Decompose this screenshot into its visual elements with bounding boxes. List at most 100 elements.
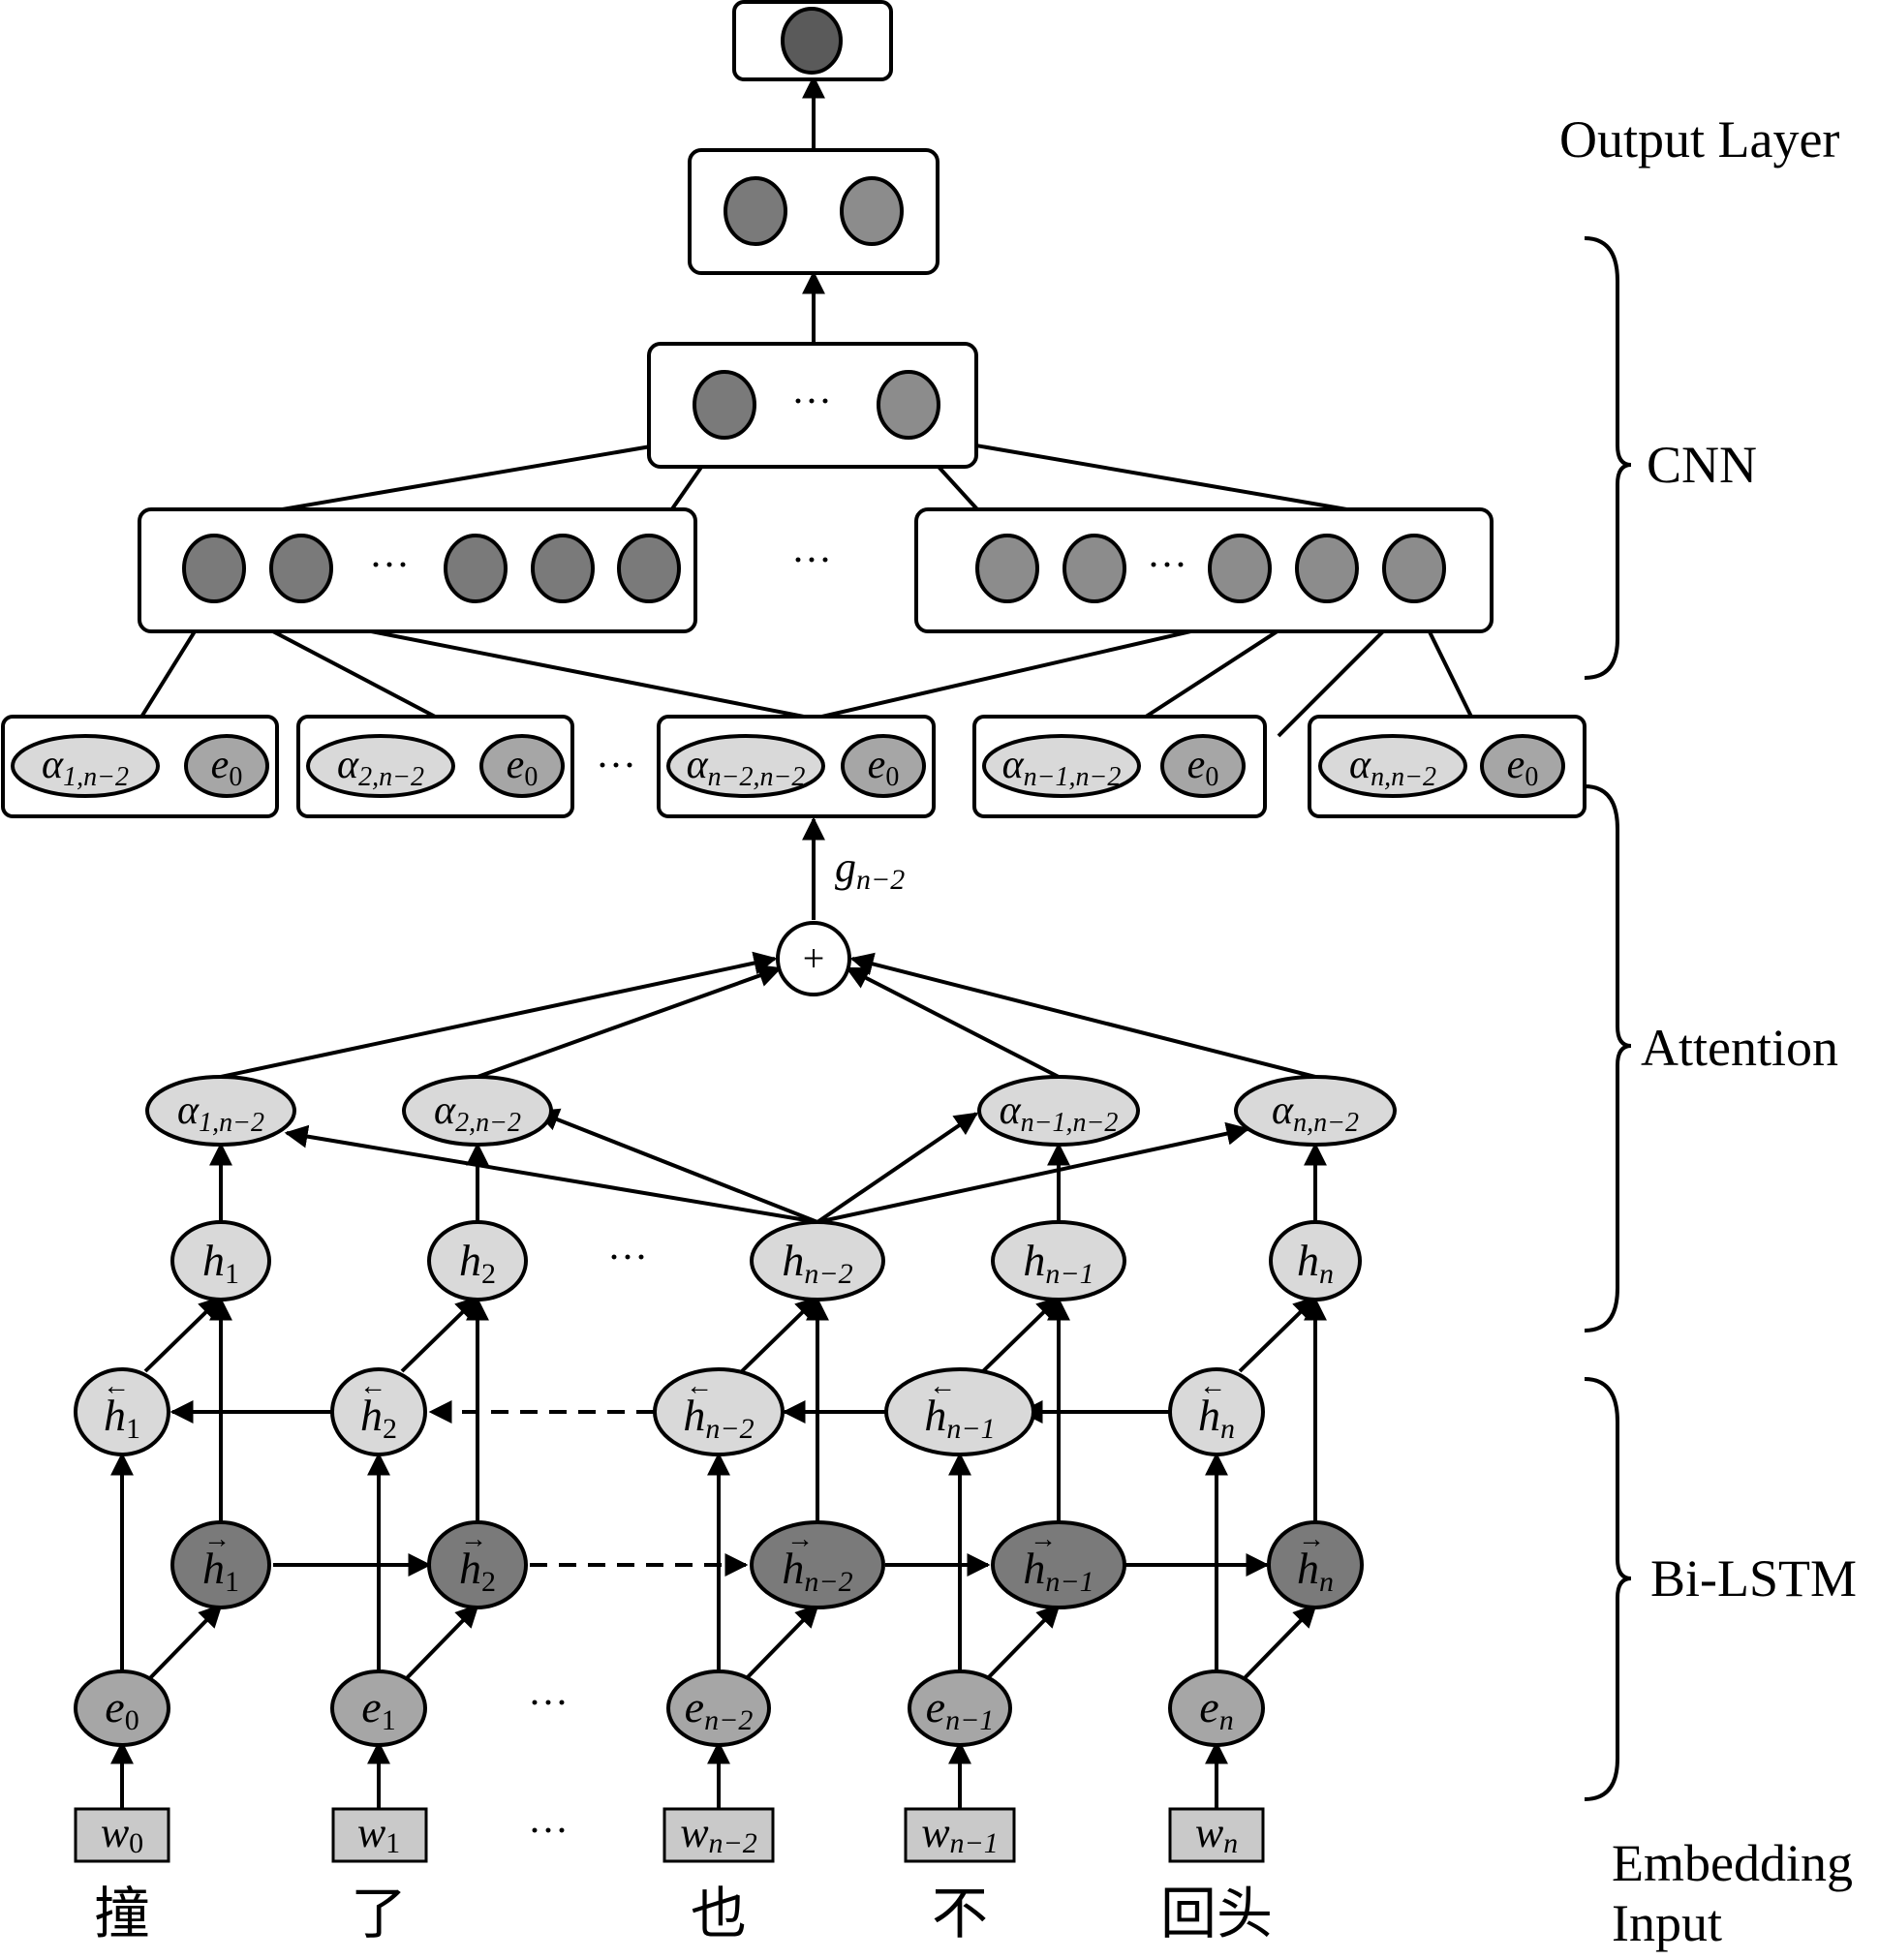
hidden-state-node: hn — [1269, 1220, 1362, 1302]
svg-text:en: en — [1199, 1682, 1233, 1736]
pairs-ellipsis: ··· — [596, 744, 636, 788]
e-subscript: n−2 — [704, 1704, 753, 1736]
forward-arrow-mark: → — [1298, 1524, 1325, 1554]
word-box: wn−2 — [662, 1807, 775, 1863]
h-symbol: h — [459, 1544, 481, 1593]
w-subscript: n — [1223, 1827, 1238, 1859]
alpha-subscript: 2,n−2 — [358, 762, 424, 792]
h-subscript: n−2 — [804, 1566, 852, 1598]
svg-text:hn−1: hn−1 — [1023, 1544, 1094, 1598]
alpha-subscript: n−1,n−2 — [1021, 1108, 1119, 1138]
backward-arrow-mark: ← — [1199, 1371, 1226, 1401]
h-symbol: h — [1198, 1391, 1220, 1440]
forward-state-node: → h1 — [170, 1520, 271, 1609]
svg-text:αn−2,n−2: αn−2,n−2 — [687, 743, 806, 792]
svg-text:h1: h1 — [202, 1544, 239, 1598]
attention-weight-node: α2,n−2 — [402, 1075, 553, 1147]
forward-states: → h1 → h2 → h n−2 → hn−1 → hn — [170, 1520, 1364, 1609]
alpha-symbol: α — [1272, 1088, 1294, 1133]
svg-text:α2,n−2: α2,n−2 — [434, 1088, 521, 1138]
pool-node-1 — [693, 370, 756, 440]
conv-ellipsis: ··· — [1147, 543, 1187, 588]
e-subscript: 1 — [382, 1704, 396, 1736]
w-subscript: 0 — [129, 1827, 143, 1859]
h-subscript: 1 — [225, 1566, 239, 1598]
e-symbol: e — [685, 1682, 704, 1731]
alpha-symbol: α — [177, 1088, 200, 1133]
embedding-ellipsis: ··· — [528, 1681, 569, 1726]
w-subscript: 1 — [385, 1827, 400, 1859]
bilstm-label: Bi-LSTM — [1650, 1549, 1857, 1608]
svg-text:hn: hn — [1297, 1236, 1334, 1290]
hidden-state-node: hn−1 — [991, 1220, 1126, 1302]
h-symbol: h — [683, 1391, 705, 1440]
w-symbol: w — [101, 1809, 130, 1856]
w-subscript: n−1 — [950, 1827, 999, 1859]
h-subscript: n−2 — [804, 1258, 852, 1290]
e-symbol: e — [105, 1682, 124, 1731]
svg-text:αn,n−2: αn,n−2 — [1349, 743, 1436, 792]
svg-text:en−2: en−2 — [685, 1682, 754, 1736]
svg-text:h2: h2 — [360, 1391, 397, 1445]
pair-box: α2,n−2 e0 — [296, 715, 574, 818]
h-symbol: h — [1297, 1544, 1319, 1593]
svg-text:en−1: en−1 — [926, 1682, 995, 1736]
backward-arrow-mark: ← — [359, 1371, 386, 1401]
h-subscript: n−1 — [1045, 1566, 1094, 1598]
h-symbol: h — [1023, 1236, 1045, 1285]
pooling-layer: ··· — [647, 342, 978, 469]
input-token: 了 — [351, 1881, 407, 1946]
word-box: wn — [1168, 1807, 1265, 1863]
fully-connected-layer — [688, 148, 940, 275]
alpha-symbol: α — [1002, 743, 1025, 787]
conv-node — [975, 534, 1039, 603]
fc-node-2 — [840, 176, 904, 246]
svg-text:e0: e0 — [1507, 743, 1539, 792]
attention-brace — [1584, 784, 1632, 1332]
forward-arrow-mark: → — [203, 1524, 231, 1554]
w-symbol: w — [680, 1809, 709, 1856]
h-symbol: h — [782, 1236, 804, 1285]
input-token: 也 — [691, 1881, 747, 1946]
embeddings: e0 e1 ··· en−2 en−1 en — [74, 1669, 1265, 1747]
cnn-input-pairs: α1,n−2 e0 α2,n−2 e0 ··· αn−2,n−2 e0 αn−1… — [1, 715, 1586, 818]
fc-node-1 — [724, 176, 787, 246]
input-tokens: 撞 了 也 不 回头 — [94, 1881, 1273, 1946]
svg-text:hn: hn — [1297, 1544, 1334, 1598]
w-symbol: w — [1195, 1809, 1224, 1856]
forward-state-node: → hn−1 — [991, 1520, 1126, 1609]
embedding-subscript: 0 — [524, 762, 538, 792]
h-symbol: h — [202, 1544, 225, 1593]
input-token: 不 — [932, 1881, 988, 1946]
input-token: 撞 — [94, 1881, 150, 1946]
svg-text:α2,n−2: α2,n−2 — [337, 743, 424, 792]
forward-state-node: → h2 — [427, 1520, 528, 1609]
backward-state-node: ← hn−2 — [653, 1367, 785, 1456]
pool-ellipsis: ··· — [791, 380, 832, 424]
e-symbol: e — [1199, 1682, 1218, 1731]
svg-text:e0: e0 — [507, 743, 539, 792]
word-box: wn−1 — [904, 1807, 1016, 1863]
attention-weights: α1,n−2 α2,n−2 αn−1,n−2 αn,n−2 — [145, 1075, 1397, 1147]
svg-text:α1,n−2: α1,n−2 — [177, 1088, 264, 1138]
svg-text:hn−2: hn−2 — [683, 1391, 754, 1445]
pair-box: αn−2,n−2 e0 — [657, 715, 936, 818]
alpha-symbol: α — [42, 743, 64, 787]
pair-box: αn,n−2 e0 — [1308, 715, 1586, 818]
svg-text:hn−1: hn−1 — [924, 1391, 995, 1445]
alpha-subscript: n,n−2 — [1371, 762, 1436, 792]
attention-weight-node: αn−1,n−2 — [977, 1075, 1140, 1147]
e-subscript: n−1 — [945, 1704, 994, 1736]
conv-group-first: ··· — [138, 507, 697, 633]
svg-text:hn−1: hn−1 — [1023, 1236, 1094, 1290]
conv-node — [1208, 534, 1272, 603]
embedding-symbol: e — [868, 743, 886, 787]
conv-ellipsis: ··· — [369, 543, 410, 588]
output-layer — [732, 0, 893, 81]
bilstm-brace — [1584, 1377, 1632, 1801]
svg-text:hn: hn — [1198, 1391, 1235, 1445]
embedding-symbol: e — [507, 743, 525, 787]
svg-text:h2: h2 — [459, 1236, 496, 1290]
svg-text:h1: h1 — [104, 1391, 140, 1445]
